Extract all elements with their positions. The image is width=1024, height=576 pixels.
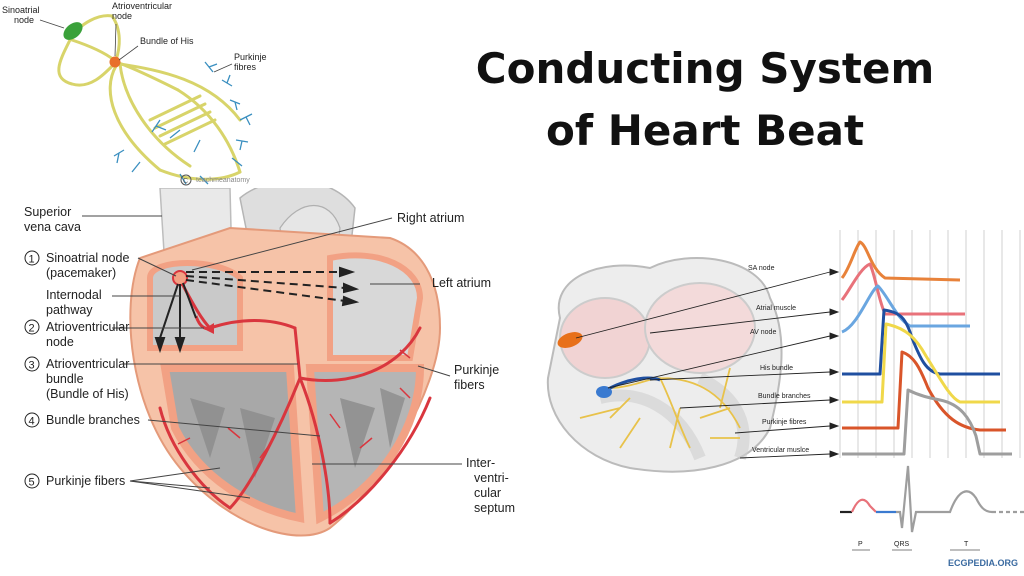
- interval-p: P: [858, 541, 863, 548]
- label-purkinje-fibers: 5 Purkinje fibers: [24, 473, 125, 489]
- interval-t: T: [964, 541, 969, 548]
- av-node-marker: [109, 56, 121, 68]
- internodal-arrows: [154, 266, 360, 354]
- sa-node-marker: [557, 332, 583, 348]
- svg-text:4: 4: [29, 416, 35, 428]
- av-node-label: Atrioventricular node: [112, 1, 175, 21]
- bundle-of-his-label: Bundle of His: [140, 36, 194, 46]
- label-right-atrium: Right atrium: [397, 211, 464, 225]
- label-purkinje-fibres: Purkinje fibres: [762, 419, 807, 426]
- label-ventricular-muscle: Ventricular muslce: [752, 447, 809, 454]
- top-conduction-diagram: Sinoatrial node Atrioventricular node Bu…: [2, 1, 269, 186]
- trace-sa-node: [840, 240, 961, 282]
- svg-text:5: 5: [29, 477, 35, 489]
- label-bundle-branches: Bundle branches: [758, 393, 811, 400]
- purkinje-branches: [113, 61, 253, 185]
- title-line-1: Conducting System: [475, 44, 935, 93]
- label-sa-node: SA node: [748, 265, 775, 272]
- purkinje-network: [579, 367, 741, 449]
- heart-cross-section: [546, 257, 783, 473]
- sa-node-marker: [172, 270, 188, 286]
- ecg-trace: [840, 465, 1024, 533]
- his-bundle-path: [609, 376, 661, 390]
- page-title: Conducting System of Heart Beat: [470, 38, 940, 162]
- svg-text:Bundle branches: Bundle branches: [46, 413, 140, 427]
- label-purkinje-fibers-right: Purkinje fibers: [454, 363, 503, 392]
- trace-purkinje-fibres: [842, 350, 1006, 432]
- svg-text:3: 3: [29, 360, 35, 372]
- label-internodal-pathway: Internodal pathway: [46, 288, 105, 317]
- action-potential-traces: [840, 240, 1012, 456]
- interval-qrs: QRS: [894, 541, 910, 548]
- trace-his-bundle: [842, 308, 1000, 376]
- sa-node-marker: [63, 22, 83, 40]
- label-interventricular-septum: Inter- ventri- cular septum: [466, 456, 515, 515]
- label-superior-vena-cava: Superior vena cava: [24, 205, 81, 234]
- title-line-2: of Heart Beat: [545, 106, 865, 155]
- label-av-node: AV node: [750, 329, 776, 336]
- av-node-marker: [596, 386, 612, 398]
- label-atrial-muscle: Atrial muscle: [756, 305, 796, 312]
- trace-atrial-muscle: [840, 262, 965, 316]
- ecgpedia-credit: ECGPEDIA.ORG: [948, 558, 1018, 568]
- sa-node-label: Sinoatrial node: [2, 5, 42, 25]
- heart-anatomy-diagram: Superior vena cava 1 Sinoatrial node(pac…: [24, 188, 515, 537]
- ecg-action-potential-diagram: SA node Atrial muscle AV node His bundle…: [546, 230, 1024, 568]
- svg-text:Sinoatrial node(pacemaker): Sinoatrial node(pacemaker): [46, 251, 129, 280]
- trace-bundle-branches: [842, 322, 1000, 404]
- credit-text: teachmeanatomy: [196, 177, 250, 184]
- conduction-fibres: [57, 14, 242, 181]
- left-atrium-chamber: [327, 252, 424, 361]
- label-bundle-branches: 4 Bundle branches: [24, 412, 140, 428]
- right-label-column: Right atrium Left atrium Purkinje fibers…: [397, 211, 515, 515]
- svg-text:1: 1: [29, 254, 35, 266]
- label-sinoatrial-node: 1 Sinoatrial node(pacemaker): [24, 250, 129, 280]
- label-his-bundle: His bundle: [760, 365, 793, 372]
- svg-text:Purkinje fibers: Purkinje fibers: [46, 474, 125, 488]
- left-label-column: Superior vena cava 1 Sinoatrial node(pac…: [24, 205, 140, 489]
- purkinje-fibres-label: Purkinje fibres: [234, 52, 269, 72]
- trace-ventricular-muscle: [842, 388, 1012, 456]
- conduction-labels: SA node Atrial muscle AV node His bundle…: [748, 265, 811, 454]
- time-gridlines: [839, 230, 1021, 458]
- svg-text:C: C: [183, 178, 188, 185]
- svg-text:2: 2: [29, 323, 35, 335]
- label-left-atrium: Left atrium: [432, 276, 491, 290]
- copyright-icon: [180, 174, 192, 186]
